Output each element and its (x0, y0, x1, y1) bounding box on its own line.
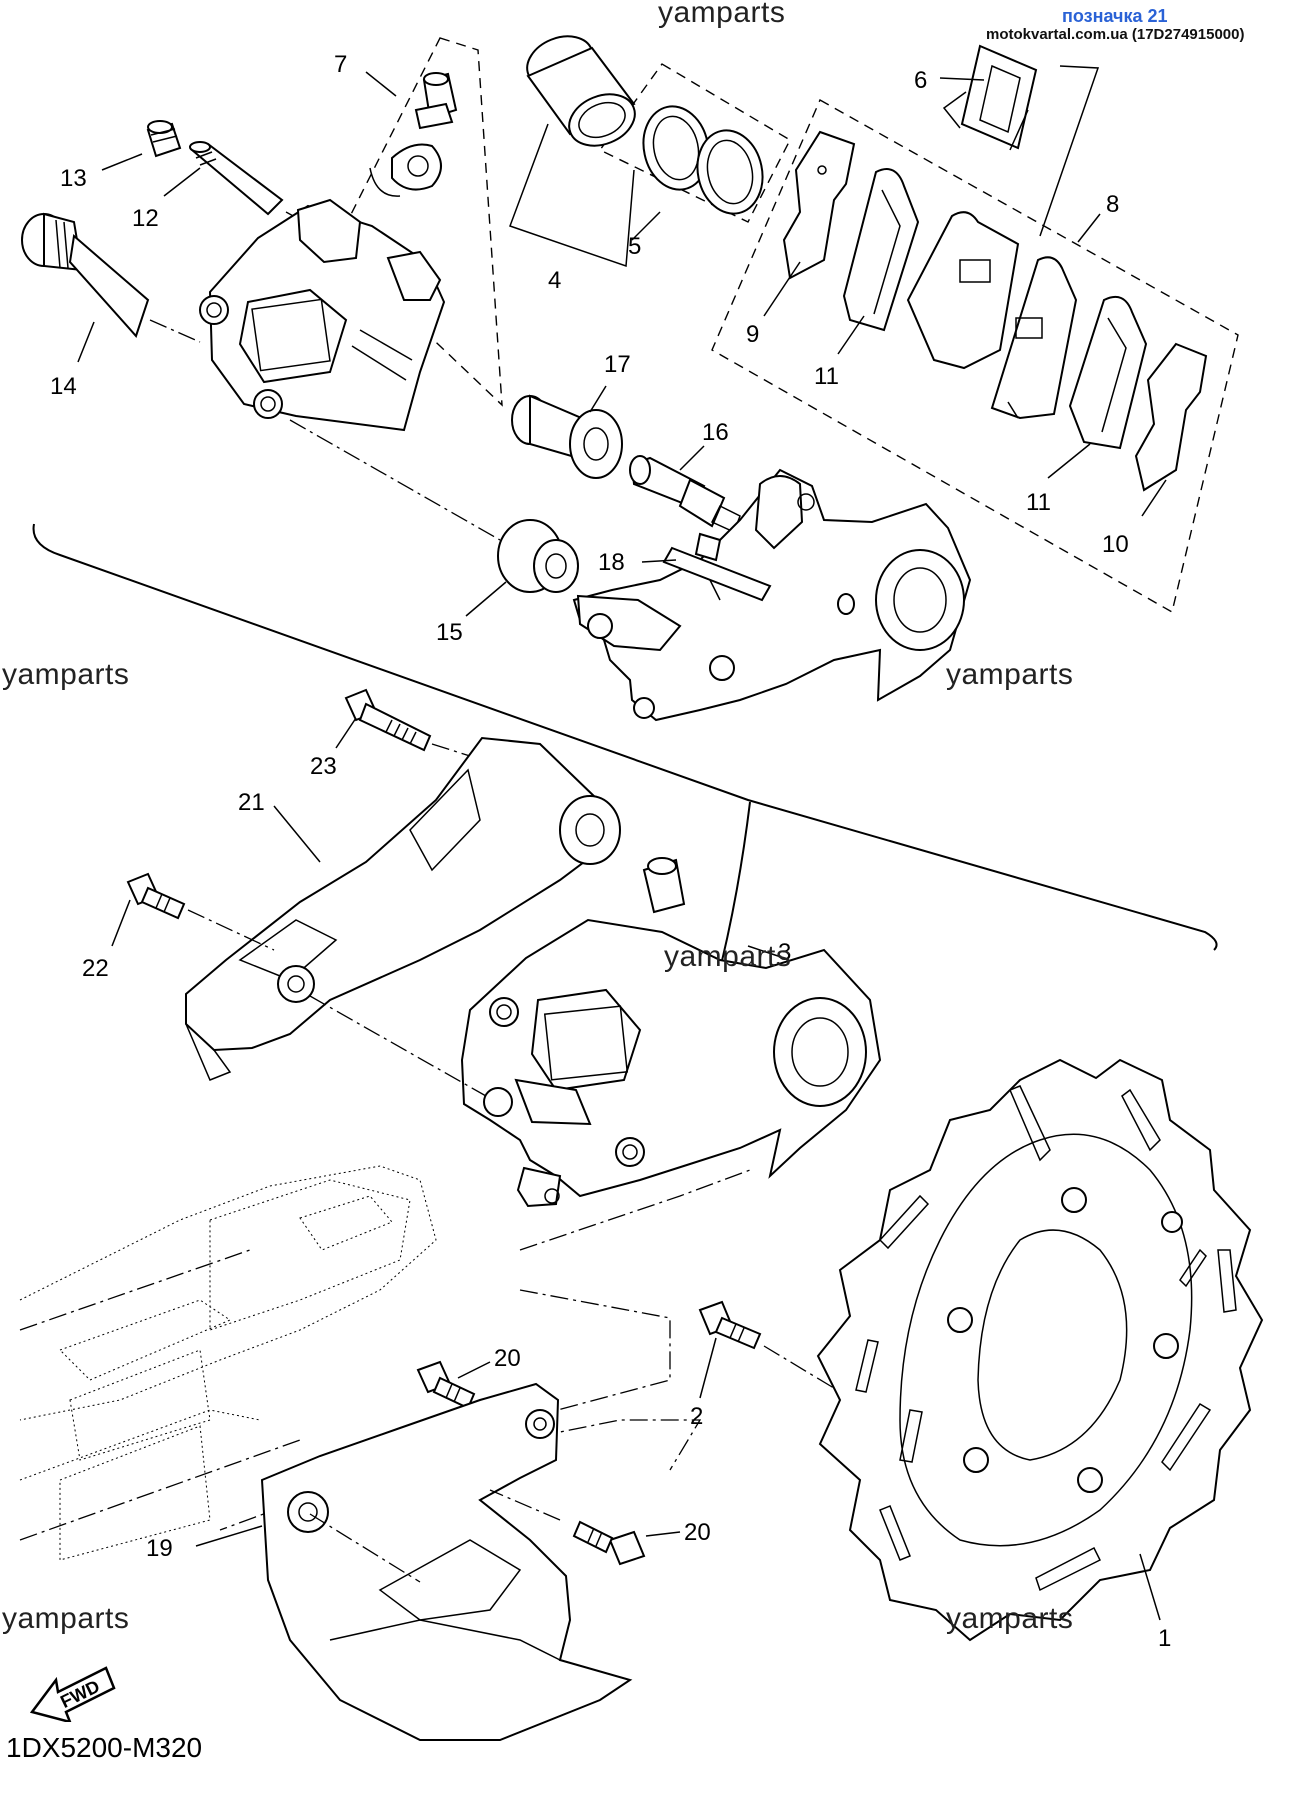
callout-20-top: 20 (494, 1345, 521, 1372)
callout-8: 8 (1106, 191, 1119, 218)
leader-lines (77, 71, 1167, 1621)
watermark-center: yamparts (664, 940, 792, 973)
callout-12: 12 (132, 205, 159, 232)
leader-box-6 (1039, 65, 1100, 237)
callout-3: 3 (778, 939, 791, 966)
leader-lower-1 (519, 1169, 751, 1251)
part-18-plate (662, 532, 772, 602)
part-17-bushing (511, 394, 623, 479)
group-box-8 (711, 99, 1239, 614)
diagram-code: 1DX5200-M320 (6, 1732, 203, 1763)
part-16-pin (629, 455, 741, 534)
leader-lower-3 (309, 1419, 702, 1533)
part-15-boot (289, 419, 579, 593)
part-4-piston (526, 35, 636, 147)
part-14-bolt (21, 212, 201, 343)
brake-pad-center (906, 211, 1078, 420)
part-6-pad-clip (942, 44, 1038, 151)
callout-17: 17 (604, 351, 631, 378)
part-9-shim (782, 130, 856, 280)
part-11-brake-pad-left (842, 168, 920, 332)
callout-22: 22 (82, 955, 109, 982)
watermark-right-bottom: yamparts (946, 1602, 1074, 1635)
callout-7: 7 (334, 51, 347, 78)
callout-19: 19 (146, 1535, 173, 1562)
caliper-bracket-upper (572, 468, 972, 722)
part-21-guard-bracket (185, 736, 621, 1081)
part-20-bolt-lower (489, 1489, 646, 1566)
stamp-label: позначка 21 (1062, 6, 1168, 26)
part-13-set-screw (146, 120, 182, 158)
callout-11-right: 11 (1026, 489, 1051, 516)
part-1-brake-disc (816, 1058, 1264, 1642)
callout-20-bottom: 20 (684, 1519, 711, 1546)
part-19-disc-guard (260, 1382, 633, 1741)
fwd-arrow-icon: FWD (29, 1658, 116, 1727)
stamp-site: motokvartal.com.ua (17D274915000) (986, 26, 1245, 43)
watermark-right-mid: yamparts (946, 658, 1074, 691)
watermark-left-mid: yamparts (2, 658, 130, 691)
callout-13: 13 (60, 165, 87, 192)
caliper-body-upper (199, 198, 446, 432)
callout-21: 21 (238, 789, 265, 816)
watermark-left-bottom: yamparts (2, 1602, 130, 1635)
callout-16: 16 (702, 419, 729, 446)
part-7-bleed-screw (369, 72, 458, 197)
part-3-caliper-assembly (309, 857, 882, 1208)
callout-23: 23 (310, 753, 337, 780)
group-box-7 (334, 37, 503, 407)
watermark-top: yamparts (658, 0, 786, 29)
part-23-bolt (344, 688, 471, 757)
part-10-shim (1134, 342, 1208, 492)
callout-18: 18 (598, 549, 625, 576)
swingarm-phantom (19, 1165, 437, 1561)
callout-11-left: 11 (814, 363, 839, 390)
part-12-pin (189, 141, 323, 233)
callout-5: 5 (628, 233, 641, 260)
callout-2: 2 (690, 1403, 703, 1430)
callout-4: 4 (548, 267, 561, 294)
callout-1: 1 (1158, 1625, 1171, 1652)
part-11-brake-pad-right (1068, 296, 1148, 450)
callout-9: 9 (746, 321, 759, 348)
part-22-bolt (126, 872, 275, 951)
part-20-bolt-upper (416, 1360, 476, 1410)
part-5-seals (642, 105, 764, 215)
callout-labels: 1 2 3 4 5 6 7 8 9 10 11 11 12 13 14 15 1… (50, 51, 1171, 1652)
callout-6: 6 (914, 67, 927, 94)
callout-14: 14 (50, 373, 77, 400)
assembly-separator (32, 523, 1218, 951)
group-box-5 (598, 63, 791, 223)
callout-15: 15 (436, 619, 463, 646)
callout-10: 10 (1102, 531, 1129, 558)
